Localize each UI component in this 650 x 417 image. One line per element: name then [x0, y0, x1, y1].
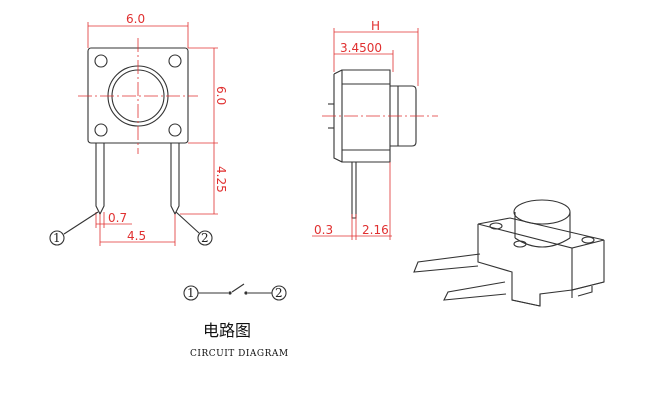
circuit-pin2 [271, 285, 287, 301]
circuit-pin2-label: 2 [275, 286, 283, 300]
pin2-label: 2 [201, 231, 209, 245]
pin1-label: 1 [53, 231, 61, 245]
dim-lead-length: 4.25 [214, 166, 228, 193]
circuit-pin1-label: 1 [187, 286, 195, 300]
dim-lead-offset: 2.16 [362, 223, 389, 237]
dim-lead-width: 0.7 [108, 211, 127, 225]
circuit-title-en: CIRCUIT DIAGRAM [190, 349, 289, 359]
pin1-callout [49, 230, 65, 246]
switch-contact [231, 283, 245, 293]
circuit-title-cn: 电路图 [203, 321, 251, 340]
dim-lead-pitch: 4.5 [127, 229, 146, 243]
circuit-diagram: 1 2 电路图 CIRCUIT DIAGRAM [183, 283, 289, 359]
isometric-view [413, 199, 605, 307]
pin2-callout [197, 230, 213, 246]
top-view: 6.0 6.0 4.25 0.7 4.5 [49, 12, 228, 246]
dim-body-height: 3.4500 [340, 41, 382, 55]
dim-width-top: 6.0 [126, 12, 145, 26]
dim-height-side: 6.0 [214, 86, 228, 105]
side-view: H 3.4500 0.3 2.16 [312, 19, 438, 240]
actuator-button-iso [513, 199, 571, 225]
dim-overall-height: H [371, 19, 380, 33]
dim-lead-thickness: 0.3 [314, 223, 333, 237]
